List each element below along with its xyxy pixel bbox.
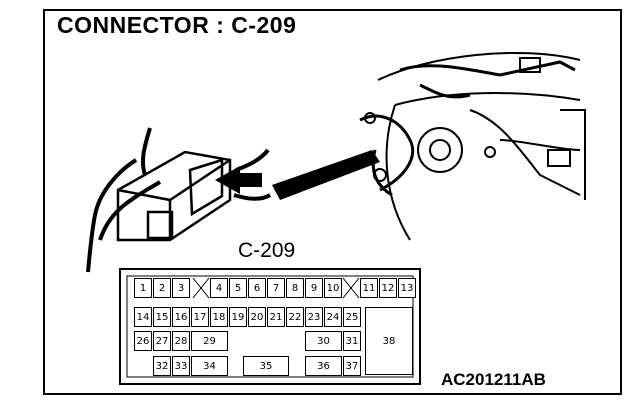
pin-20: 20 xyxy=(248,307,266,327)
callout-wedge xyxy=(272,150,380,200)
pin-27: 27 xyxy=(153,331,171,351)
dashboard-harness-sketch xyxy=(359,51,586,241)
pin-28: 28 xyxy=(172,331,190,351)
diagram-frame xyxy=(43,9,622,395)
pin-13: 13 xyxy=(398,278,416,298)
pin-11: 11 xyxy=(360,278,378,298)
pin-26: 26 xyxy=(134,331,152,351)
pin-6: 6 xyxy=(248,278,266,298)
pin-36: 36 xyxy=(305,356,342,376)
pin-37: 37 xyxy=(343,356,361,376)
pin-1: 1 xyxy=(134,278,152,298)
pin-19: 19 xyxy=(229,307,247,327)
connector-label: C-209 xyxy=(238,239,296,262)
pin-30: 30 xyxy=(305,331,342,351)
pin-21: 21 xyxy=(267,307,285,327)
pin-34: 34 xyxy=(191,356,228,376)
pin-31: 31 xyxy=(343,331,361,351)
pin-35: 35 xyxy=(243,356,289,376)
pin-38: 38 xyxy=(365,307,413,375)
diagram-title: CONNECTOR : C-209 xyxy=(57,12,297,38)
pin-17: 17 xyxy=(191,307,209,327)
pin-2: 2 xyxy=(153,278,171,298)
pin-9: 9 xyxy=(305,278,323,298)
figure-code: AC201211AB xyxy=(441,370,546,389)
pin-12: 12 xyxy=(379,278,397,298)
pin-18: 18 xyxy=(210,307,228,327)
pin-16: 16 xyxy=(172,307,190,327)
pin-15: 15 xyxy=(153,307,171,327)
pin-23: 23 xyxy=(305,307,323,327)
pin-25: 25 xyxy=(343,307,361,327)
pin-4: 4 xyxy=(210,278,228,298)
connector-housing-sketch xyxy=(86,127,272,273)
pin-14: 14 xyxy=(134,307,152,327)
pin-32: 32 xyxy=(153,356,171,376)
pin-29: 29 xyxy=(191,331,228,351)
connector-pin-layout: 1 2 3 4 5 6 7 8 9 10 11 12 13 14 15 16 1… xyxy=(119,268,421,385)
pin-22: 22 xyxy=(286,307,304,327)
pin-10: 10 xyxy=(324,278,342,298)
arrow-icon xyxy=(215,166,262,194)
pin-8: 8 xyxy=(286,278,304,298)
pin-3: 3 xyxy=(172,278,190,298)
pin-24: 24 xyxy=(324,307,342,327)
pin-7: 7 xyxy=(267,278,285,298)
pin-5: 5 xyxy=(229,278,247,298)
pin-33: 33 xyxy=(172,356,190,376)
connector-face-outline xyxy=(119,268,421,385)
